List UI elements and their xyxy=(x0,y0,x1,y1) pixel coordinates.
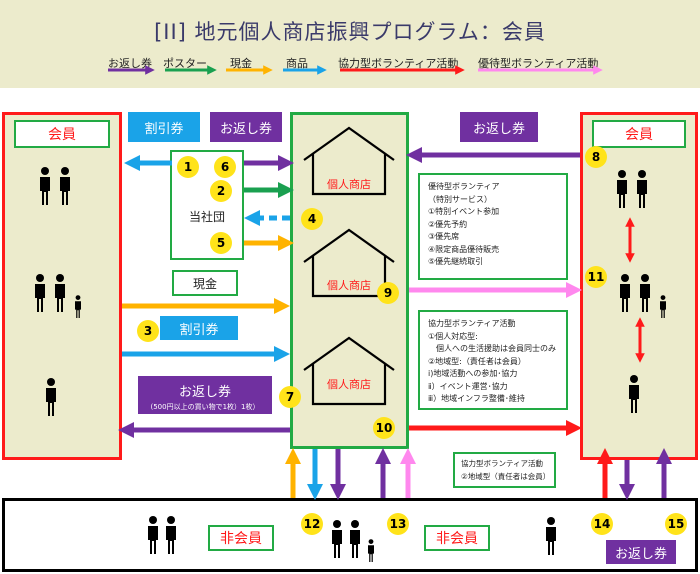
step-14-marker: 14 xyxy=(591,513,613,535)
discount-coupon-label-top: 割引券 xyxy=(128,112,200,142)
step-13-marker: 13 xyxy=(387,513,409,535)
nonmember-label-right: 非会員 xyxy=(424,525,490,551)
pref-line: ③優先席 xyxy=(428,232,460,241)
step-2-marker: 2 xyxy=(210,180,232,202)
store-panel xyxy=(290,112,409,449)
discount-coupon-label-mid: 割引券 xyxy=(160,316,238,340)
step-1-marker: 1 xyxy=(177,156,199,178)
step-4-marker: 4 xyxy=(301,208,323,230)
step-15-marker: 15 xyxy=(665,513,687,535)
voucher-bottom-note: (500円以上の買い物で1枚）1枚） xyxy=(150,403,260,411)
left-member-title: 会員 xyxy=(14,120,110,148)
step-7-marker: 7 xyxy=(279,386,301,408)
voucher-bottom-title: お返し券 xyxy=(178,385,231,400)
pref-line: ⑤優先継続取引 xyxy=(428,257,484,266)
store-label-1: 個人商店 xyxy=(327,178,371,191)
pref-line: ④限定商品優待販売 xyxy=(428,244,500,254)
page-title: [II] 地元個人商店振興プログラム：会員 xyxy=(154,20,546,44)
step-11-marker: 11 xyxy=(585,266,607,288)
coop-line: 個人への生活援助は会員同士のみ xyxy=(428,344,556,353)
voucher-label-bottom: お返し券 (500円以上の買い物で1枚）1枚） xyxy=(138,376,272,414)
coop-line: ⅲ）地域インフラ整備･維持 xyxy=(428,394,525,403)
step-3-marker: 3 xyxy=(137,320,159,342)
voucher-label-top-left: お返し券 xyxy=(210,112,282,142)
coop-line: ⅰ)地域活動への参加･協力 xyxy=(428,369,518,378)
right-member-title: 会員 xyxy=(592,120,686,148)
pref-line: ①特別イベント参加 xyxy=(428,207,500,216)
step-9-marker: 9 xyxy=(377,282,399,304)
voucher-label-top-right: お返し券 xyxy=(460,112,538,142)
store-label-3: 個人商店 xyxy=(327,378,371,391)
coop-line: ①個人対応型: xyxy=(428,331,478,341)
coop-line: 協力型ボランティア活動 xyxy=(428,319,516,328)
legend-goods-label: 商品 xyxy=(286,57,308,70)
legend-cooperative-label: 協力型ボランティア活動 xyxy=(338,57,459,70)
legend-cash-label: 現金 xyxy=(230,57,252,70)
legend-voucher-label: お返し券 xyxy=(108,57,152,70)
step-12-marker: 12 xyxy=(301,513,323,535)
store-label-2: 個人商店 xyxy=(327,279,371,292)
step-10-marker: 10 xyxy=(373,417,395,439)
legend-poster-label: ポスター xyxy=(163,57,207,70)
header-band xyxy=(0,0,700,88)
voucher-label-corner: お返し券 xyxy=(606,540,676,564)
bottom-cooperative-note: 協力型ボランティア活動 ②地域型（責任者は会員） xyxy=(453,452,556,488)
coop-line: ②地域型:（責任者は会員） xyxy=(428,356,526,366)
step-5-marker: 5 xyxy=(210,232,232,254)
bottom-note-line: ②地域型（責任者は会員） xyxy=(461,472,551,481)
preferential-volunteer-box: 優待型ボランティア （特別サービス） ①特別イベント参加 ②優先予約 ③優先席 … xyxy=(418,173,568,280)
pref-line: 優待型ボランティア xyxy=(428,182,500,191)
company-label: 当社団 xyxy=(188,210,225,224)
pref-line: ②優先予約 xyxy=(428,219,468,229)
nonmember-label-left: 非会員 xyxy=(208,525,274,551)
coop-line: ⅱ）イベント運営･協力 xyxy=(428,381,508,391)
pref-line: （特別サービス） xyxy=(428,194,492,204)
legend-preferential-label: 優待型ボランティア活動 xyxy=(478,57,599,70)
step-8-marker: 8 xyxy=(585,146,607,168)
bottom-note-line: 協力型ボランティア活動 xyxy=(461,459,544,468)
step-6-marker: 6 xyxy=(214,156,236,178)
cooperative-volunteer-box: 協力型ボランティア活動 ①個人対応型: 個人への生活援助は会員同士のみ ②地域型… xyxy=(418,310,568,410)
cash-label: 現金 xyxy=(172,270,238,296)
